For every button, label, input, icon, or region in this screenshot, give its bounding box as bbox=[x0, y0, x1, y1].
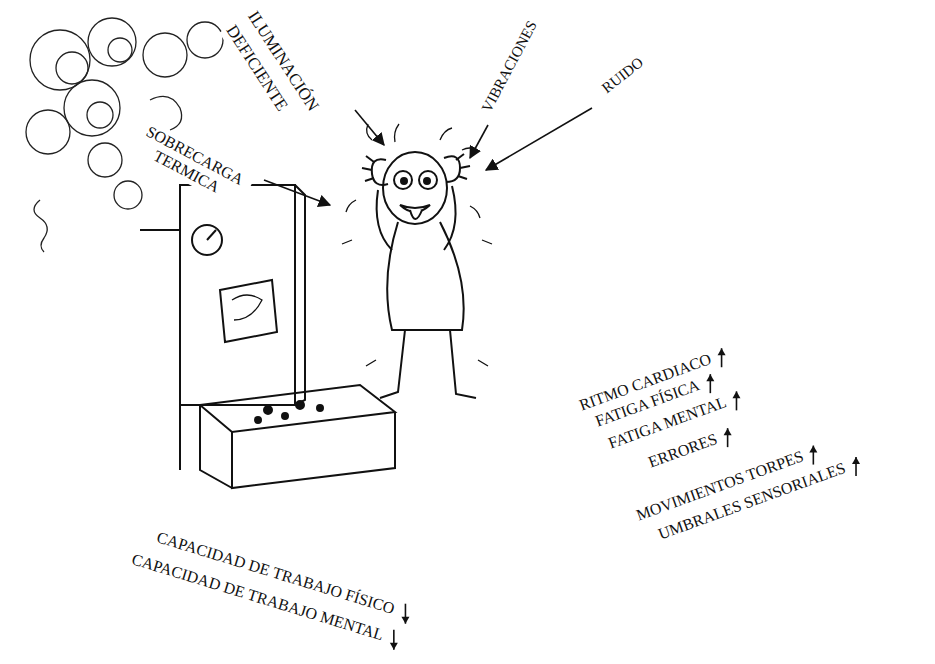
trend-arrow-head bbox=[401, 617, 409, 624]
trend-arrow bbox=[706, 374, 714, 393]
trend-arrow bbox=[390, 630, 398, 650]
trend-arrow-shaft bbox=[813, 446, 815, 465]
trend-arrow bbox=[401, 604, 409, 624]
trend-arrow bbox=[809, 446, 817, 465]
trend-arrow-head bbox=[718, 348, 726, 355]
trend-arrow-shaft bbox=[393, 630, 395, 650]
control-console bbox=[140, 185, 395, 488]
trend-arrow-head bbox=[724, 428, 732, 435]
worker-figure bbox=[342, 124, 492, 398]
trend-arrow-shaft bbox=[855, 457, 857, 476]
factor-label: SOBRECARGA TERMICA bbox=[126, 118, 255, 210]
trend-arrow-head bbox=[706, 374, 714, 381]
factor-label: RUIDO bbox=[598, 54, 648, 98]
trend-arrow bbox=[724, 428, 732, 447]
leader-arrow bbox=[264, 180, 330, 205]
trend-arrow-shaft bbox=[727, 428, 729, 447]
trend-arrow-shaft bbox=[405, 604, 407, 624]
trend-arrow bbox=[852, 457, 860, 476]
trend-arrow-head bbox=[809, 446, 817, 453]
trend-arrow-shaft bbox=[721, 348, 723, 367]
trend-arrow-head bbox=[390, 643, 398, 650]
leader-arrow bbox=[470, 125, 488, 158]
leader-arrow bbox=[486, 108, 592, 170]
trend-arrow bbox=[732, 391, 740, 410]
trend-arrow-head bbox=[732, 391, 740, 398]
factor-label: VIBRACIONES bbox=[478, 17, 542, 116]
trend-arrow-head bbox=[852, 457, 860, 464]
trend-arrow bbox=[718, 348, 726, 367]
trend-arrow-shaft bbox=[710, 374, 712, 393]
factor-label: ILUMINACIÓN DEFICIENTE bbox=[219, 5, 339, 152]
smoke-cloud bbox=[26, 18, 223, 252]
trend-arrow-shaft bbox=[736, 391, 738, 410]
leader-arrow bbox=[355, 110, 384, 145]
